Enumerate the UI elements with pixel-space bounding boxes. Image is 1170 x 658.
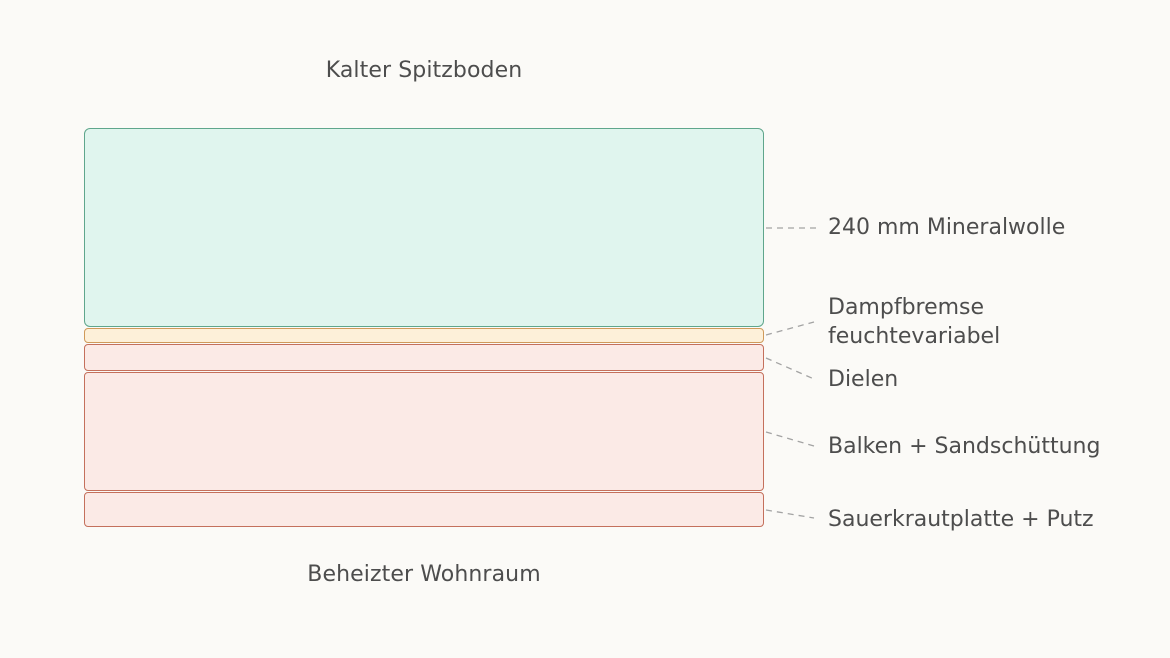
layer-sauerkrautplatte bbox=[84, 492, 764, 527]
leader-dielen bbox=[765, 357, 815, 380]
layer-balken bbox=[84, 372, 764, 491]
leader-dampfbremse bbox=[765, 321, 815, 336]
heated-room-label: Beheizter Wohnraum bbox=[307, 562, 541, 587]
label-dampfbremse-line2: feuchtevariabel bbox=[828, 324, 1001, 349]
label-balken: Balken + Sandschüttung bbox=[828, 434, 1101, 459]
label-dampfbremse: Dampfbremse feuchtevariabel bbox=[828, 293, 1000, 351]
layer-mineralwolle bbox=[84, 128, 764, 327]
layer-dampfbremse bbox=[84, 328, 764, 343]
label-dampfbremse-line1: Dampfbremse bbox=[828, 295, 985, 320]
leader-sauerkrautplatte bbox=[765, 509, 815, 519]
layer-dielen bbox=[84, 344, 764, 371]
label-sauerkrautplatte: Sauerkrautplatte + Putz bbox=[828, 507, 1094, 532]
label-dielen: Dielen bbox=[828, 367, 899, 392]
cold-attic-label: Kalter Spitzboden bbox=[325, 58, 523, 83]
label-mineralwolle: 240 mm Mineralwolle bbox=[828, 215, 1066, 240]
leader-balken bbox=[765, 431, 815, 447]
